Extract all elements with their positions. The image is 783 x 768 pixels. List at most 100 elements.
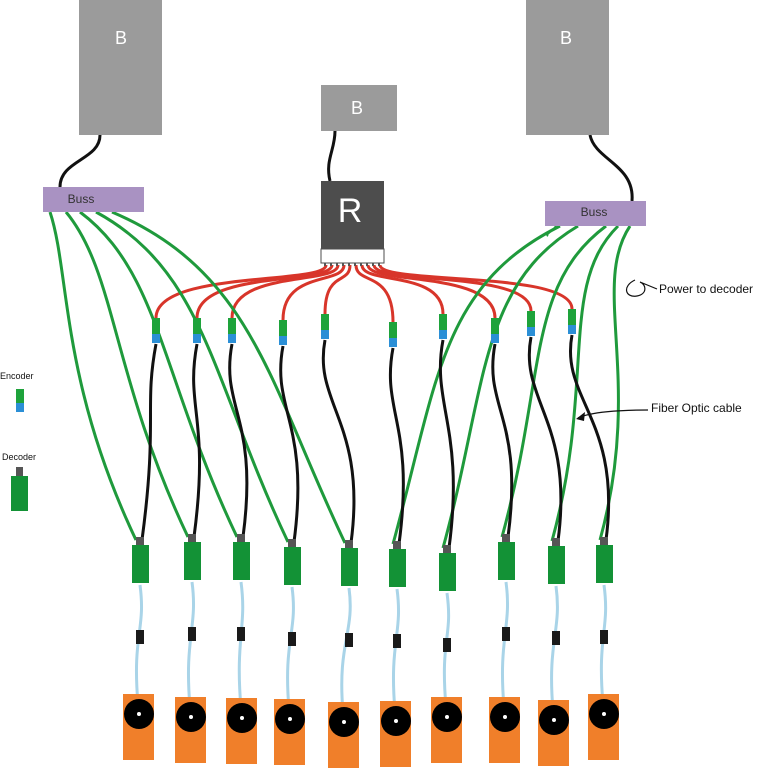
battery-right-label: B [560, 28, 572, 48]
buss-right [545, 201, 646, 226]
fiber-optic-cable [527, 336, 563, 542]
encoder-blue-icon [527, 327, 535, 336]
decoder-body-icon [341, 548, 358, 586]
encoder-blue-icon [491, 334, 499, 343]
inline-connector-icon [600, 630, 608, 644]
red-signal-wire [354, 264, 395, 323]
inline-connector-icon [502, 627, 510, 641]
buss-right-label: Buss [581, 205, 608, 219]
receiver [321, 181, 384, 249]
fiber-optic-arrowhead-icon [576, 412, 585, 421]
servo-fiber-lead [500, 581, 510, 708]
decoder-body-icon [132, 545, 149, 583]
legend-decoder-label: Decoder [2, 452, 36, 462]
encoder-green-icon [193, 318, 201, 334]
receiver-label: R [338, 192, 363, 230]
servo-axle-icon [503, 715, 507, 719]
encoder-green-icon [491, 318, 499, 334]
encoder-green-icon [152, 318, 160, 334]
decoder-body-icon [184, 542, 201, 580]
encoder-green-icon [568, 309, 576, 325]
decoder-cap-icon [345, 540, 353, 548]
receiver-pin [342, 263, 344, 266]
encoder-blue-icon [152, 334, 160, 343]
green-power-wire [64, 211, 190, 538]
servo-axle-icon [602, 712, 606, 716]
encoder-blue-icon [439, 330, 447, 339]
receiver-pin [378, 263, 380, 266]
servo-axle-icon [288, 717, 292, 721]
power-to-decoder-label: Power to decoder [659, 282, 753, 296]
green-power-wire [391, 224, 561, 545]
fiber-optic-cables [140, 334, 611, 549]
battery-center-lead [327, 130, 337, 182]
receiver-pin [330, 263, 332, 266]
encoder-green-icon [279, 320, 287, 336]
battery-right-lead [588, 134, 634, 202]
green-power-wire [500, 224, 607, 538]
red-signal-wire [360, 264, 445, 315]
servo-fiber-lead [186, 581, 196, 708]
fiber-optic-cable [388, 347, 405, 545]
inline-connector-icon [136, 630, 144, 644]
battery-center [321, 85, 397, 131]
green-power-wire [95, 210, 290, 543]
buss-left-label: Buss [68, 192, 95, 206]
receiver-red-wires [154, 264, 574, 323]
servo-fiber-leads [134, 581, 608, 713]
green-power-wire [598, 225, 632, 541]
battery-right [526, 0, 609, 135]
fiber-optic-cable-label: Fiber Optic cable [651, 401, 742, 415]
battery-left-lead [58, 134, 102, 188]
servo-fiber-lead [550, 585, 559, 711]
receiver-pin [348, 263, 350, 266]
encoder-green-icon [527, 311, 535, 327]
battery-leads [58, 130, 634, 237]
servo-axle-icon [240, 716, 244, 720]
red-signal-wire [378, 264, 574, 310]
battery-left-label: B [115, 28, 127, 48]
decoder-body-icon [548, 546, 565, 584]
servo-fiber-lead [599, 584, 608, 705]
encoder-blue-icon [193, 334, 201, 343]
legend-decoder-body-icon [11, 476, 28, 511]
fiber-optic-cable [491, 343, 514, 538]
decoder-body-icon [498, 542, 515, 580]
servo-axle-icon [189, 715, 193, 719]
inline-connector-icon [345, 633, 353, 647]
green-power-wire [48, 211, 138, 541]
receiver-pin [324, 263, 326, 266]
decoder-body-icon [284, 547, 301, 585]
servo-axle-icon [445, 715, 449, 719]
decoder-cap-icon [237, 534, 245, 542]
red-signal-wire [323, 264, 352, 315]
decoder-body-icon [439, 553, 456, 591]
receiver-pin [372, 263, 374, 266]
encoder-blue-icon [228, 334, 236, 343]
servo-axle-icon [394, 719, 398, 723]
servo-axle-icon [342, 720, 346, 724]
decoder-cap-icon [288, 539, 296, 547]
receiver-pins [324, 263, 380, 266]
legend-encoder-label: Encoder [0, 371, 34, 381]
encoders [152, 309, 576, 347]
encoder-green-icon [439, 314, 447, 330]
fiber-optic-cable [192, 343, 202, 538]
receiver-pin [354, 263, 356, 266]
green-power-wire [550, 224, 620, 542]
receiver-pin [336, 263, 338, 266]
red-signal-wire [195, 264, 334, 319]
servo-fiber-lead [340, 587, 352, 713]
red-signal-wire [281, 264, 346, 321]
fiber-optic-cable [438, 339, 455, 549]
servo-fiber-lead [134, 584, 144, 705]
servo-axle-icon [137, 712, 141, 716]
servo-fiber-lead [391, 588, 401, 712]
decoder-cap-icon [502, 534, 510, 542]
encoder-green-icon [389, 322, 397, 338]
encoder-blue-icon [389, 338, 397, 347]
decoders [132, 534, 613, 591]
battery-center-label: B [351, 98, 363, 118]
fiber-optic-cable [279, 345, 300, 543]
